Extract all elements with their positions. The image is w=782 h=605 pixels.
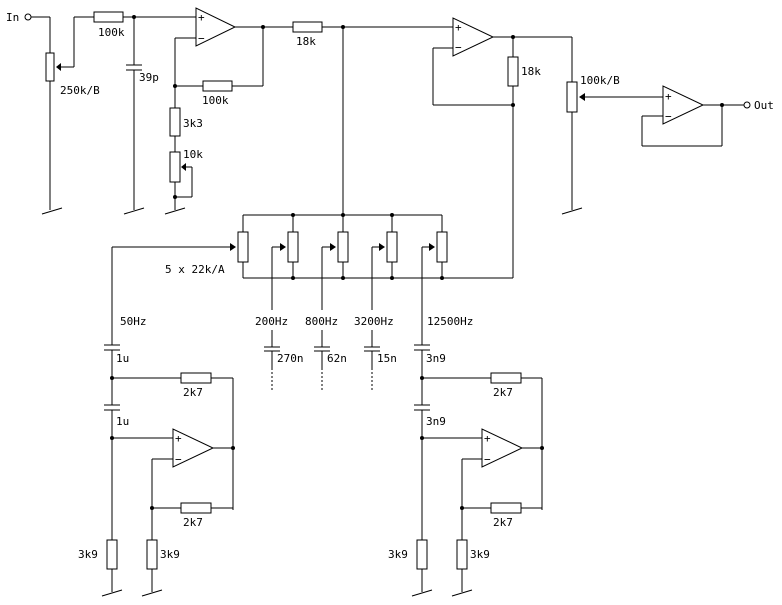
resistor-18k-series [292,21,323,33]
gyrator-12500hz: + − [411,344,544,597]
output-pot [566,81,578,113]
svg-text:800Hz: 800Hz [305,315,338,328]
svg-text:2k7: 2k7 [183,516,203,529]
svg-text:3200Hz: 3200Hz [354,315,394,328]
svg-text:3n9: 3n9 [426,415,446,428]
input-terminal [24,13,32,21]
output-terminal [743,101,751,109]
svg-text:3n9: 3n9 [426,352,446,365]
svg-text:10k: 10k [183,148,203,161]
svg-text:100k/B: 100k/B [580,74,620,87]
opamp-2 [452,17,495,57]
svg-text:18k: 18k [521,65,541,78]
svg-text:+: + [175,432,182,445]
svg-text:5 x 22k/A: 5 x 22k/A [165,263,225,276]
svg-text:2k7: 2k7 [493,386,513,399]
svg-text:12500Hz: 12500Hz [427,315,473,328]
svg-text:50Hz: 50Hz [120,315,147,328]
input-resistor [93,11,124,23]
svg-text:3k9: 3k9 [78,548,98,561]
ground-symbol [41,207,63,215]
resistor-18k-feedback [507,56,519,87]
svg-text:18k: 18k [296,35,316,48]
svg-text:250k/B: 250k/B [60,84,100,97]
gyrator-50hz: + − [101,344,235,597]
opamp-1 [195,7,237,47]
svg-text:3k9: 3k9 [160,548,180,561]
svg-text:3k3: 3k3 [183,117,203,130]
input-pot [45,52,55,82]
svg-text:−: − [455,41,462,54]
svg-text:−: − [175,453,182,466]
svg-text:−: − [484,453,491,466]
svg-text:15n: 15n [377,352,397,365]
svg-text:1u: 1u [116,352,129,365]
svg-text:100k: 100k [202,94,229,107]
svg-text:−: − [198,32,205,45]
feedback-resistor-100k [202,80,233,92]
svg-text:+: + [665,90,672,103]
resistor-3k3 [169,107,181,137]
svg-text:62n: 62n [327,352,347,365]
svg-text:3k9: 3k9 [470,548,490,561]
svg-text:39p: 39p [139,71,159,84]
svg-text:100k: 100k [98,26,125,39]
svg-text:−: − [665,110,672,123]
svg-text:2k7: 2k7 [183,386,203,399]
pot-bank [237,215,448,278]
svg-text:+: + [484,432,491,445]
svg-text:+: + [198,11,205,24]
svg-text:+: + [455,21,462,34]
svg-text:1u: 1u [116,415,129,428]
input-pot-wiper [56,63,61,71]
pot-10k [169,151,181,183]
svg-text:3k9: 3k9 [388,548,408,561]
input-terminal-label: In [6,11,19,24]
svg-text:270n: 270n [277,352,304,365]
svg-text:2k7: 2k7 [493,516,513,529]
opamp-3 [662,85,705,125]
svg-text:200Hz: 200Hz [255,315,288,328]
output-terminal-label: Out [754,99,774,112]
